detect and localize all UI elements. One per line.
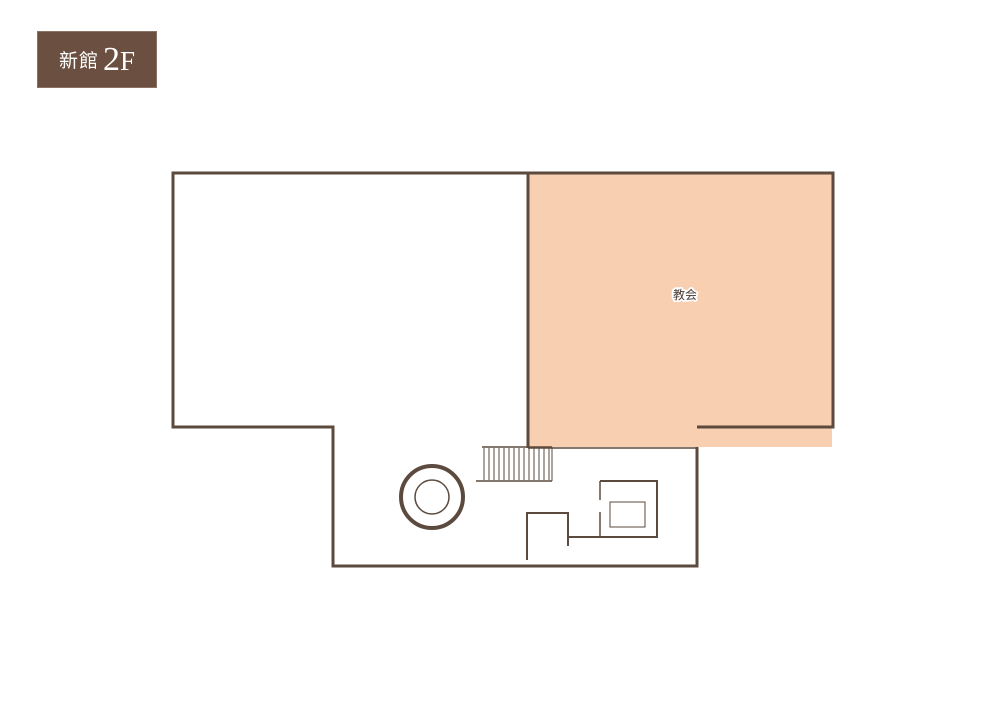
floor-badge: 新館 2F — [37, 31, 157, 88]
room-label-chapel: 教会 — [673, 287, 697, 302]
round-column — [399, 464, 465, 530]
building-name: 新館 — [58, 50, 99, 72]
wall-chapel-outer — [528, 171, 835, 429]
floor-level-unit: F — [119, 45, 136, 76]
utility-block — [568, 480, 658, 538]
room-chapel[interactable] — [528, 174, 832, 447]
stairs — [476, 446, 553, 482]
floor-level: 2F — [102, 40, 136, 78]
partition-wall — [526, 512, 569, 560]
floor-level-number: 2 — [102, 40, 120, 78]
